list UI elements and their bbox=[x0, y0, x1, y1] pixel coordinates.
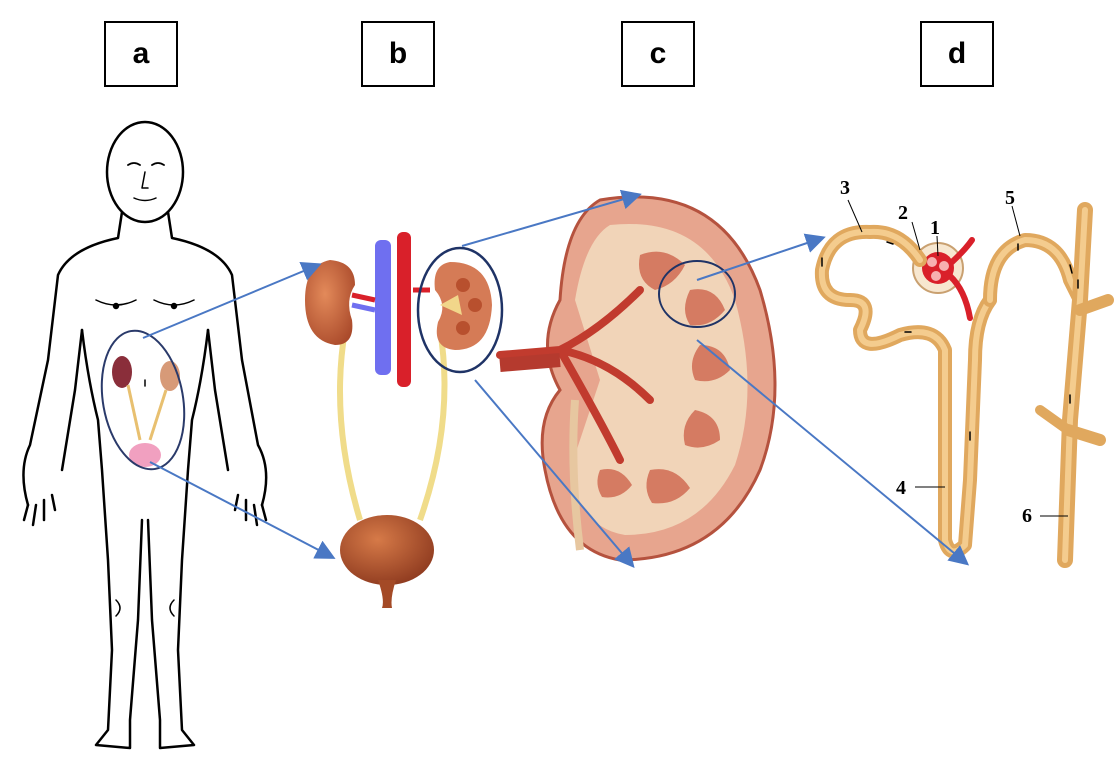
human-figure bbox=[23, 122, 266, 748]
panel-label-d: d bbox=[920, 21, 994, 87]
urinary-system bbox=[305, 232, 502, 608]
nephron bbox=[822, 210, 1108, 560]
panel-label-b: b bbox=[361, 21, 435, 87]
body-urinary-system bbox=[91, 324, 194, 476]
nephron-label-5: 5 bbox=[1005, 188, 1015, 208]
kidney-cross-section bbox=[500, 197, 775, 560]
panel-label-c: c bbox=[621, 21, 695, 87]
nephron-label-6: 6 bbox=[1022, 506, 1032, 526]
nephron-label-2: 2 bbox=[898, 203, 908, 223]
panel-label-a: a bbox=[104, 21, 178, 87]
nephron-label-4: 4 bbox=[896, 478, 906, 498]
nephron-label-3: 3 bbox=[840, 178, 850, 198]
nephron-label-1: 1 bbox=[930, 218, 940, 238]
panel-letter: d bbox=[948, 37, 966, 71]
panel-letter: a bbox=[133, 37, 150, 71]
panel-letter: b bbox=[389, 37, 407, 71]
panel-letter: c bbox=[650, 37, 667, 71]
